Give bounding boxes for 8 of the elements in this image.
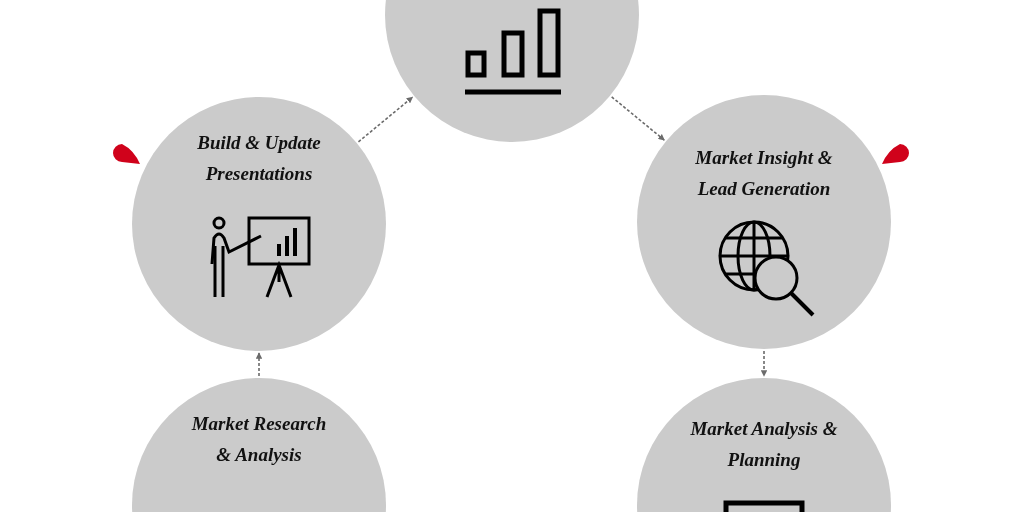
- dashed-arrow: [255, 352, 263, 377]
- dashed-arrow: [357, 96, 414, 143]
- dashed-arrow: [610, 96, 666, 141]
- node-title: Market Research & Analysis: [190, 412, 328, 467]
- node-title: Market Analysis & Planning: [689, 417, 839, 472]
- dashed-arrow: [760, 350, 768, 377]
- node-title: Market Insight & Lead Generation: [694, 146, 834, 201]
- node-title: Build & Update Presentations: [196, 131, 322, 186]
